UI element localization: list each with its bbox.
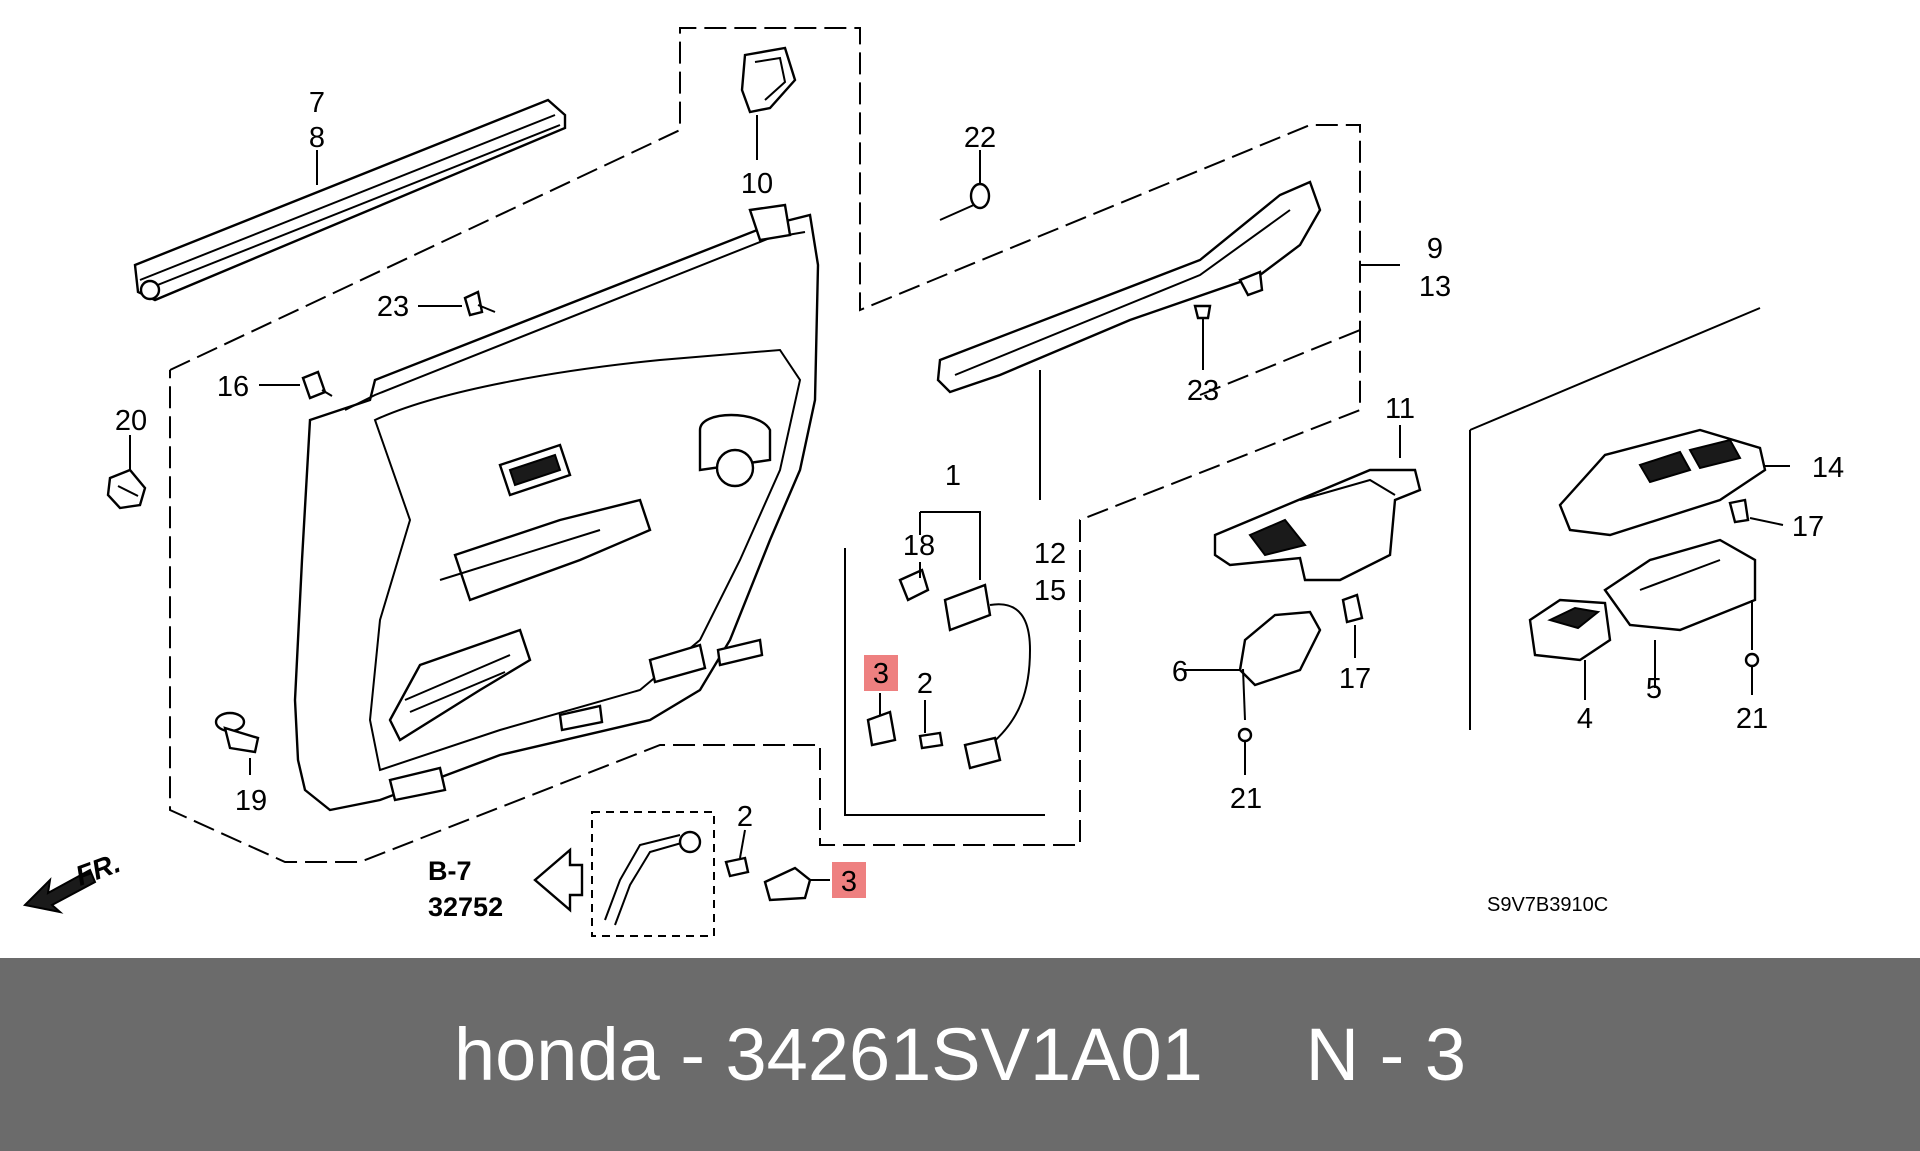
callout-6: 6 bbox=[1172, 656, 1188, 688]
callout-12: 12 bbox=[1034, 538, 1066, 570]
callout-23-lower: 23 bbox=[1187, 375, 1219, 407]
callout-21-right: 21 bbox=[1736, 703, 1768, 735]
clip-23-upper bbox=[463, 290, 496, 317]
callout-11: 11 bbox=[1385, 393, 1415, 425]
callout-10: 10 bbox=[741, 168, 773, 200]
callout-4: 4 bbox=[1577, 703, 1593, 735]
exploded-view-drawing: 7 8 10 22 23 9 13 16 20 23 11 1 18 12 15… bbox=[22, 27, 1844, 937]
leader-lines bbox=[129, 115, 1790, 881]
door-molding bbox=[133, 98, 567, 302]
inner-handle-bracket bbox=[740, 46, 797, 114]
callout-5: 5 bbox=[1646, 673, 1662, 705]
callout-20: 20 bbox=[115, 405, 147, 437]
switch-3-lower bbox=[763, 866, 812, 902]
armrest-9-13 bbox=[936, 180, 1322, 394]
harness-1 bbox=[898, 568, 1032, 770]
harness-detail bbox=[604, 830, 702, 926]
callout-18: 18 bbox=[903, 530, 935, 562]
callout-7: 7 bbox=[309, 87, 325, 119]
screw-22 bbox=[939, 182, 991, 221]
reference-section: B-7 bbox=[428, 856, 472, 886]
callout-17-center: 17 bbox=[1339, 663, 1371, 695]
callout-23-upper: 23 bbox=[377, 291, 409, 323]
switch-4 bbox=[1528, 598, 1612, 662]
callout-3-upper: 3 bbox=[873, 658, 889, 690]
callout-17-right: 17 bbox=[1792, 511, 1824, 543]
callout-22: 22 bbox=[964, 122, 996, 154]
reference-number: 32752 bbox=[428, 892, 503, 922]
part-caption-bar: honda - 34261SV1A01 N - 3 bbox=[0, 958, 1920, 1151]
callout-15: 15 bbox=[1034, 575, 1066, 607]
clip-16 bbox=[301, 370, 333, 400]
clip-19 bbox=[214, 711, 260, 754]
highlight-box-lower bbox=[832, 862, 866, 898]
screw-21-b bbox=[1744, 600, 1760, 668]
callout-8: 8 bbox=[309, 122, 325, 154]
drawing-code: S9V7B3910C bbox=[1487, 894, 1608, 916]
clip-2-lower bbox=[724, 856, 750, 878]
part-caption: honda - 34261SV1A01 N - 3 bbox=[453, 1013, 1466, 1096]
callout-21-center: 21 bbox=[1230, 783, 1262, 815]
group-frames bbox=[169, 27, 1761, 937]
front-arrow bbox=[22, 868, 97, 914]
screw-21-a bbox=[1237, 727, 1253, 743]
callout-16: 16 bbox=[217, 371, 249, 403]
switch-panel-11 bbox=[1213, 468, 1422, 582]
door-lining-panel bbox=[293, 203, 820, 812]
callout-19: 19 bbox=[235, 785, 267, 817]
clip-17-a bbox=[1341, 593, 1364, 624]
harness-detail-frame bbox=[591, 811, 715, 937]
callout-13: 13 bbox=[1419, 271, 1451, 303]
callout-3-lower: 3 bbox=[841, 866, 857, 898]
parts-diagram: 7 8 10 22 23 9 13 16 20 23 11 1 18 12 15… bbox=[22, 27, 1845, 937]
callout-9: 9 bbox=[1427, 233, 1443, 265]
front-label: FR. bbox=[71, 847, 124, 892]
screw-23-lower bbox=[1193, 304, 1212, 340]
switch-bezel-14 bbox=[1558, 428, 1767, 537]
clip-20 bbox=[106, 468, 147, 510]
switch-5 bbox=[1603, 538, 1757, 632]
reference-arrow bbox=[533, 847, 584, 913]
callout-numbers: 7 8 10 22 23 9 13 16 20 23 11 1 18 12 15… bbox=[115, 87, 1844, 898]
callout-2-upper: 2 bbox=[917, 668, 933, 700]
callout-2-lower: 2 bbox=[737, 801, 753, 833]
switch-3-upper bbox=[866, 710, 944, 750]
clip-17-b bbox=[1728, 498, 1750, 524]
switch-6 bbox=[1238, 610, 1322, 721]
callout-1: 1 bbox=[945, 460, 961, 492]
callout-14: 14 bbox=[1812, 452, 1844, 484]
highlight-box-upper bbox=[864, 655, 898, 691]
